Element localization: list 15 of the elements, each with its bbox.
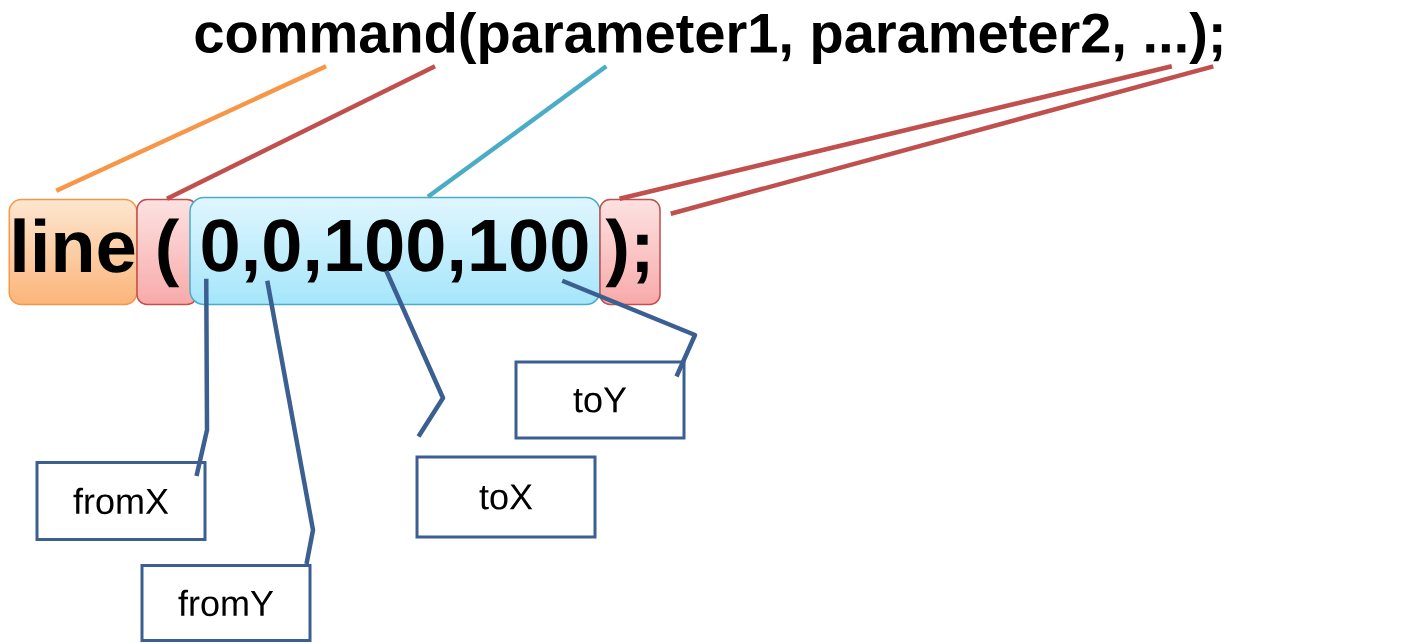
leader-line <box>55 64 328 193</box>
leader-line <box>265 280 316 565</box>
parameter-label-box: toY <box>514 360 686 440</box>
leader-line <box>670 64 1214 216</box>
leader-line <box>384 269 446 438</box>
leader-line <box>426 64 608 199</box>
bracket-box: ); <box>599 198 661 306</box>
leader-line <box>166 64 437 201</box>
parameter-label-box: fromY <box>140 564 312 642</box>
leader-line <box>619 64 1173 201</box>
parameter-label-box: toX <box>415 455 597 539</box>
syntax-heading: command(parameter1, parameter2, ...); <box>195 11 1222 65</box>
leader-line <box>561 278 698 378</box>
parameter-label-box: fromX <box>35 461 207 541</box>
leader-line <box>194 278 210 477</box>
